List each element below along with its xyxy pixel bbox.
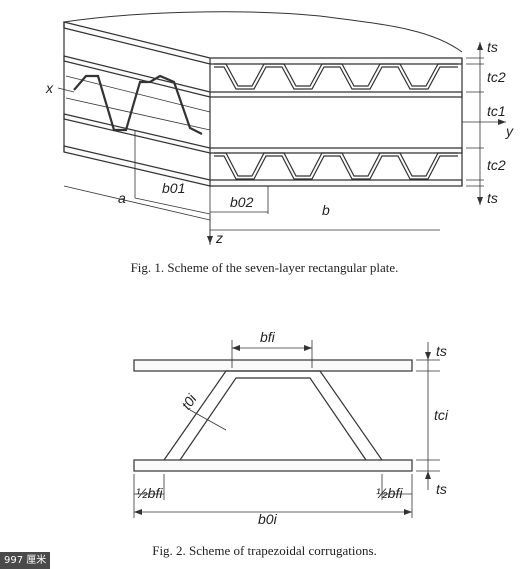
dim-b0i-label: b0i <box>258 511 278 527</box>
lower-corrugation <box>214 152 458 177</box>
size-badge: 997 厘米 <box>0 552 51 569</box>
thickness-ts-bottom-label: ts <box>436 481 447 497</box>
figure-1-plate-scheme: x y z a b b01 b02 ts tc2 tc1 tc2 ts <box>0 0 529 250</box>
dim-b02-label: b02 <box>230 194 254 210</box>
thickness-tc2-top-label: tc2 <box>487 69 506 85</box>
dim-b01-label: b01 <box>162 180 185 196</box>
dim-half-bfi-right-label: ½bfi <box>376 485 403 501</box>
thickness-tci-label: tci <box>434 407 449 423</box>
dim-a-label: a <box>118 190 126 206</box>
axis-y-label: y <box>505 123 514 139</box>
lower-mid-skin <box>63 113 463 154</box>
dim-bfi-label: bfi <box>260 329 276 345</box>
thickness-ts-top-label: ts <box>436 343 447 359</box>
figure-2-corrugation-scheme: bfi t0i ts tci ts ½bfi ½bfi b0i <box>0 318 529 528</box>
dim-half-bfi-left-label: ½bfi <box>136 485 163 501</box>
thickness-tc2-bottom-label: tc2 <box>487 157 506 173</box>
upper-corrugation <box>214 63 458 87</box>
thickness-ts-bottom-label: ts <box>487 190 498 206</box>
corrugation-bottom-plate <box>133 459 413 472</box>
corrugation-top-plate <box>133 359 413 372</box>
side-corrugation <box>73 74 203 135</box>
thickness-ts-top-label: ts <box>487 39 498 55</box>
trapezoid-corrugation-outer <box>163 370 383 461</box>
axis-z-label: z <box>215 230 223 246</box>
dim-b-label: b <box>322 202 330 218</box>
thickness-tc1-label: tc1 <box>487 103 506 119</box>
figure-2-caption: Fig. 2. Scheme of trapezoidal corrugatio… <box>152 543 377 558</box>
axis-x-label: x <box>45 80 54 96</box>
figure-1-caption: Fig. 1. Scheme of the seven-layer rectan… <box>130 260 399 275</box>
dim-t0i-label: t0i <box>178 391 200 413</box>
